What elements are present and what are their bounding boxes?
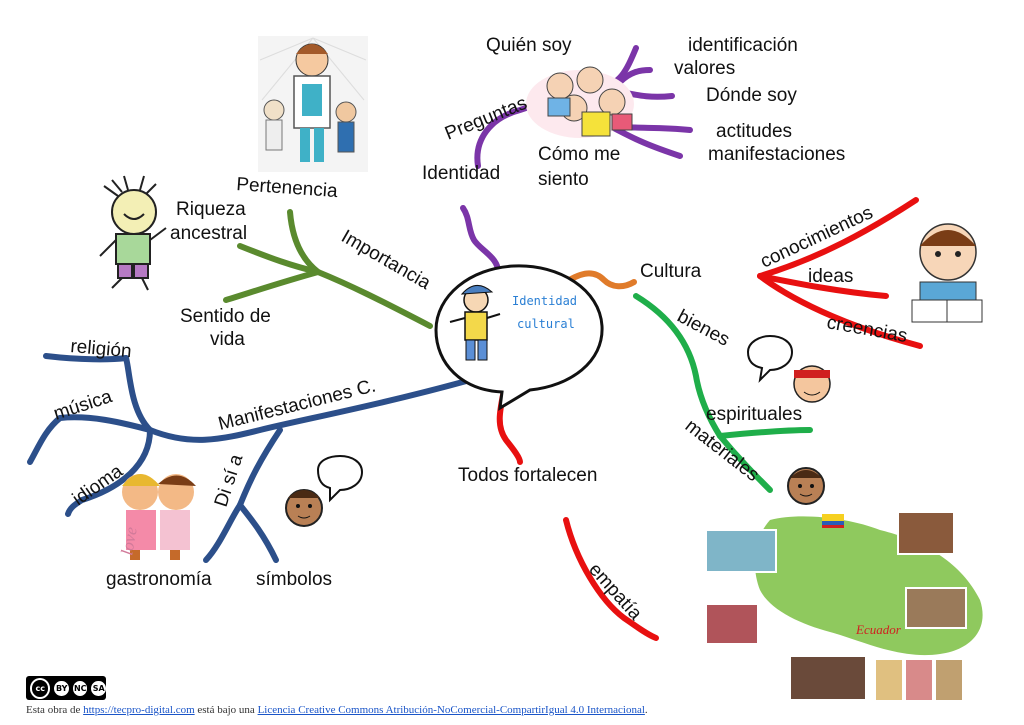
label-manifestaciones-c: Manifestaciones C. bbox=[216, 375, 378, 434]
label-materiales: materiales bbox=[681, 415, 763, 486]
branch-bienes bbox=[633, 293, 813, 493]
girl-drawing-picture bbox=[99, 175, 167, 291]
license-suffix: . bbox=[644, 704, 648, 716]
mind-map: Identidad cultural bbox=[27, 35, 983, 700]
label-vida: vida bbox=[210, 329, 245, 350]
label-ideas: ideas bbox=[808, 266, 853, 287]
label-riqueza: Riqueza bbox=[176, 199, 246, 220]
reading-boy-picture bbox=[911, 223, 983, 323]
label-espirituales: espirituales bbox=[706, 404, 802, 425]
love-label: love bbox=[117, 525, 141, 557]
label-actitudes: actitudes bbox=[716, 121, 792, 142]
ecuador-collage-picture: Ecuador bbox=[705, 511, 983, 700]
center-bubble[interactable]: Identidad cultural bbox=[434, 264, 604, 411]
label-ancestral: ancestral bbox=[170, 223, 247, 244]
center-line-2: cultural bbox=[517, 317, 575, 331]
branch-pertenencia bbox=[223, 209, 433, 329]
label-sentido-de: Sentido de bbox=[180, 306, 271, 327]
child-figure-icon bbox=[449, 285, 501, 361]
label-todos-fortalecen: Todos fortalecen bbox=[458, 465, 597, 486]
label-quien-soy: Quién soy bbox=[486, 35, 572, 56]
nc-icon: NC bbox=[72, 680, 88, 696]
label-manifestaciones: manifestaciones bbox=[708, 144, 845, 165]
license-prefix: Esta obra de bbox=[26, 704, 81, 716]
label-cultura: Cultura bbox=[640, 261, 702, 282]
child-speech-picture bbox=[746, 334, 831, 403]
cc-license-badge[interactable]: cc BY NC SA bbox=[26, 676, 106, 700]
label-identidad: Identidad bbox=[422, 163, 500, 184]
ecuador-label: Ecuador bbox=[855, 622, 902, 637]
branch-manifestaciones bbox=[27, 353, 473, 563]
label-como-me: Cómo me bbox=[538, 144, 620, 165]
center-line-1: Identidad bbox=[512, 294, 577, 308]
license-footer: Esta obra de https://tecpro-digital.com … bbox=[26, 704, 648, 716]
license-link[interactable]: Licencia Creative Commons Atribución-NoC… bbox=[257, 704, 645, 716]
label-identificacion: identificación bbox=[688, 35, 798, 56]
love-couple-picture: love bbox=[117, 474, 196, 560]
face-speech-picture bbox=[285, 454, 364, 527]
license-middle: está bajo una bbox=[197, 704, 255, 716]
branch-cultura-connector bbox=[563, 270, 637, 290]
label-gastronomia: gastronomía bbox=[106, 569, 212, 590]
doctor-family-picture bbox=[258, 36, 368, 172]
label-pertenencia: Pertenencia bbox=[236, 174, 339, 202]
label-donde-soy: Dónde soy bbox=[706, 85, 797, 106]
kids-group-picture bbox=[526, 66, 634, 138]
sa-icon: SA bbox=[91, 680, 106, 696]
by-icon: BY bbox=[54, 680, 69, 696]
label-creencias: creencias bbox=[825, 312, 909, 347]
label-siento: siento bbox=[538, 169, 589, 190]
label-empatia: empatía bbox=[584, 559, 646, 624]
cc-icon: cc bbox=[30, 677, 51, 699]
label-simbolos: símbolos bbox=[256, 569, 332, 590]
author-link[interactable]: https://tecpro-digital.com bbox=[83, 704, 195, 716]
small-face-picture bbox=[787, 467, 825, 505]
branch-cultura-red bbox=[757, 197, 923, 349]
label-valores: valores bbox=[674, 58, 735, 79]
